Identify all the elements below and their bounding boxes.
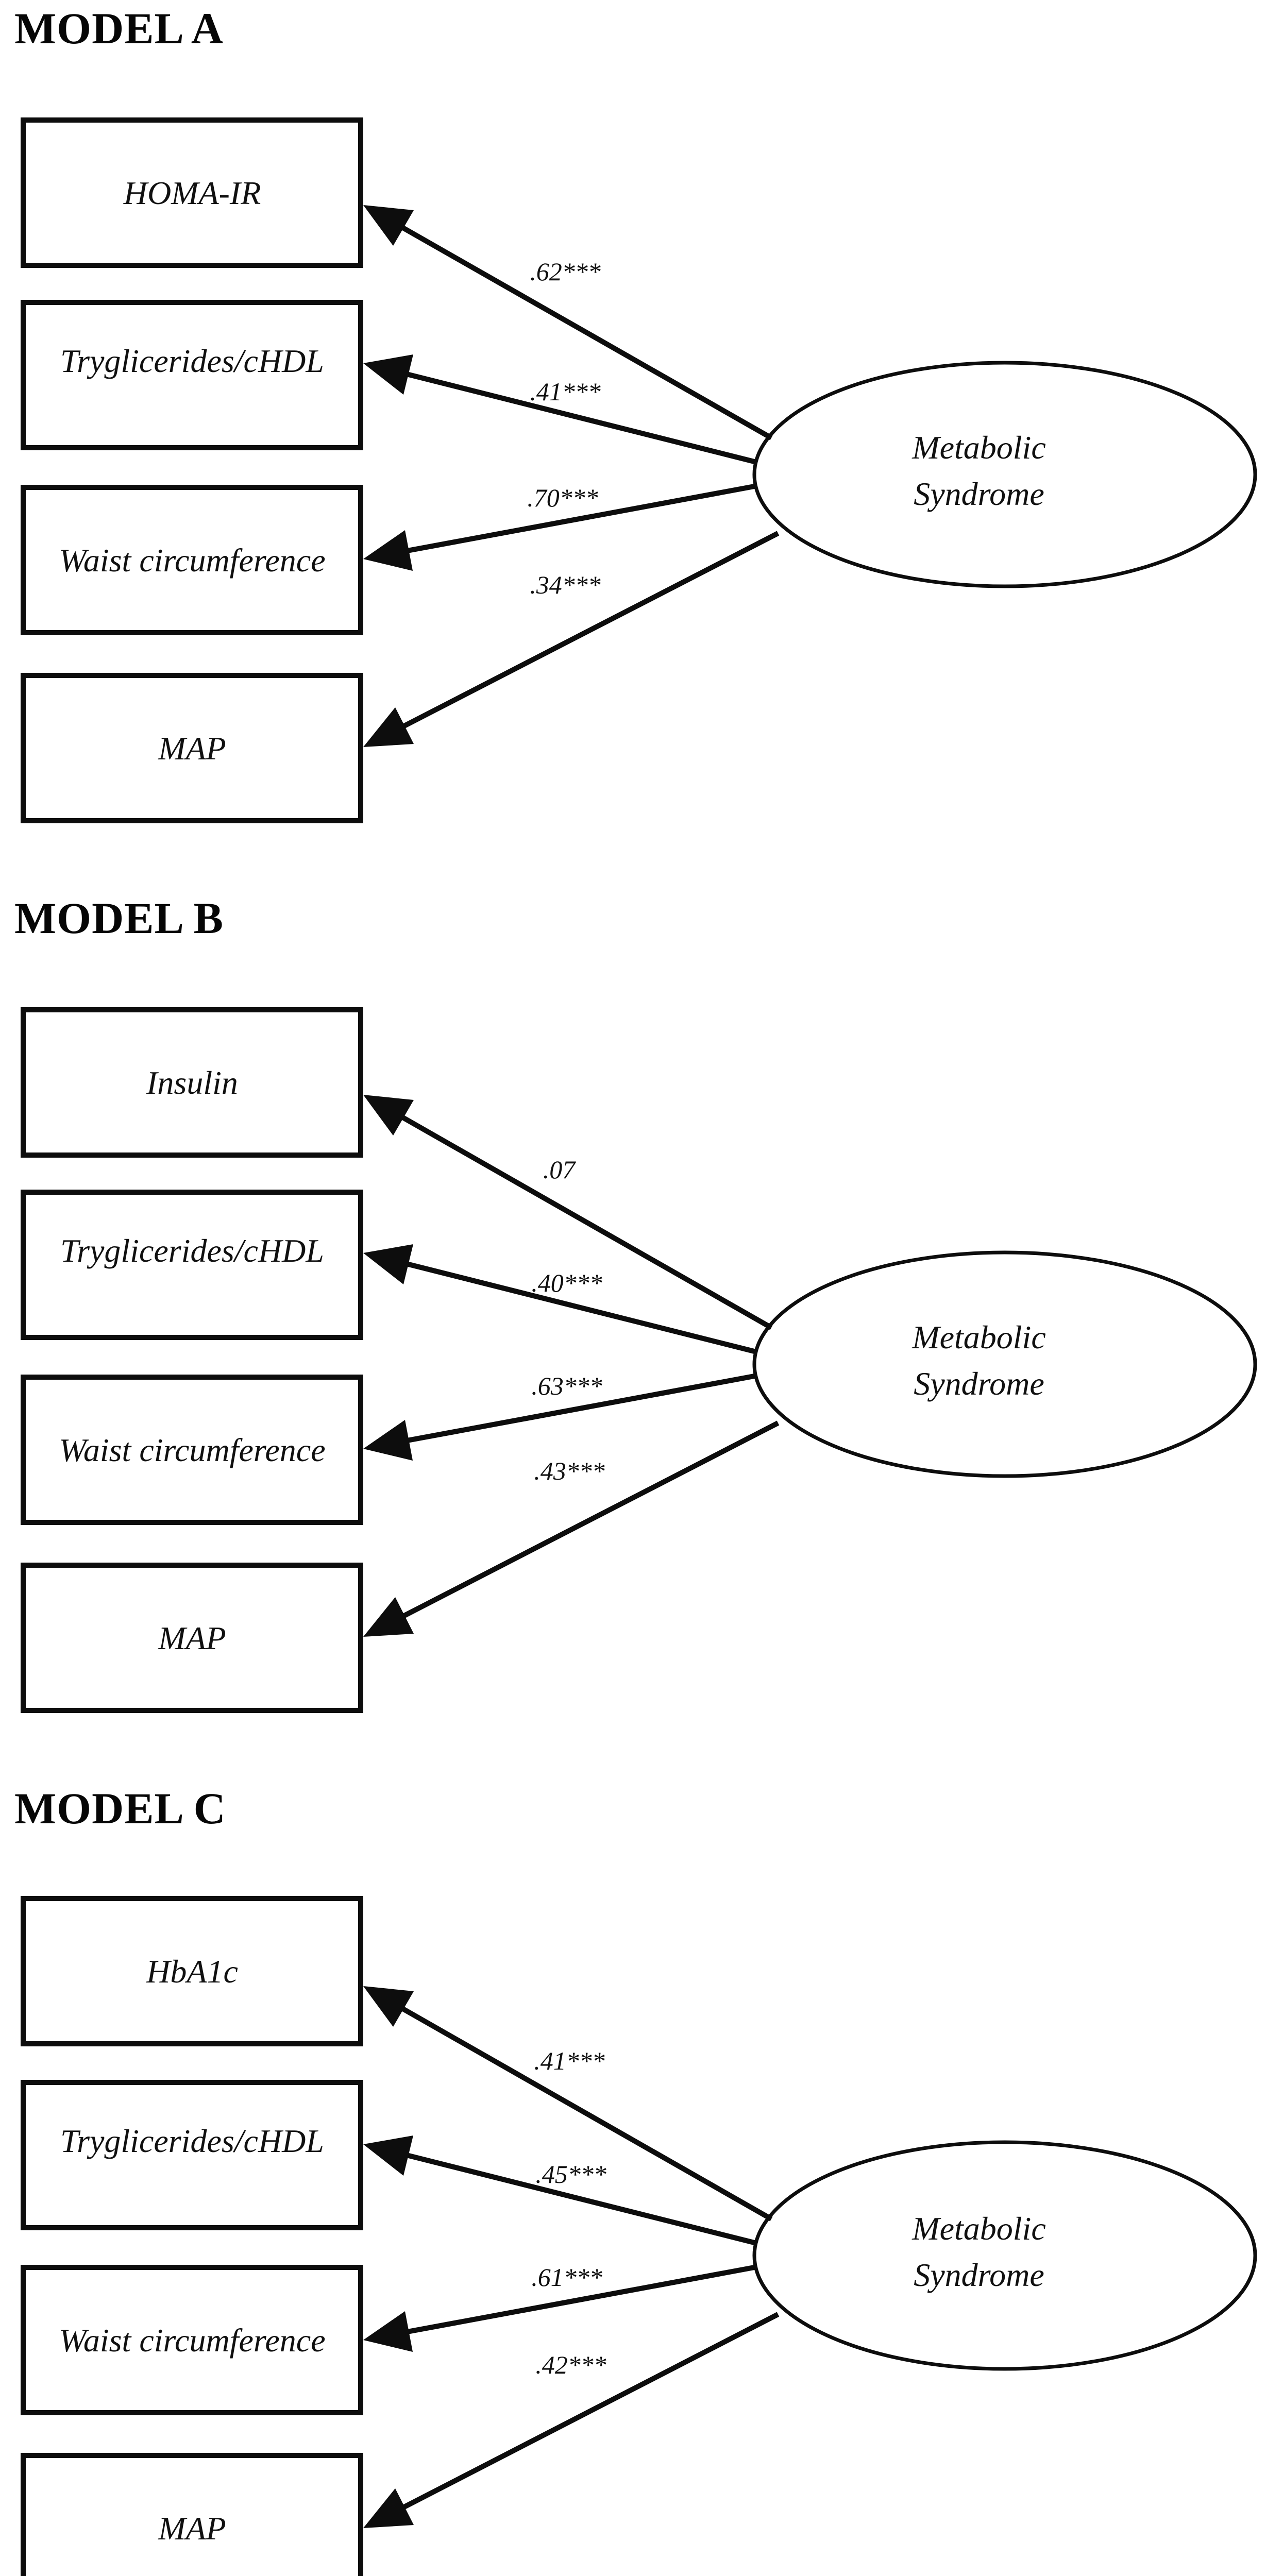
- arrowhead: [363, 707, 414, 747]
- latent-label-line1: Metabolic: [911, 2210, 1045, 2247]
- indicator-label: Tryglicerides/cHDL: [60, 343, 324, 379]
- indicator-box-waist: [21, 1375, 363, 1525]
- coefficient-label: .41***: [534, 2046, 605, 2075]
- path-line: [398, 1374, 755, 1445]
- coefficient-label: .70***: [527, 483, 598, 512]
- arrowhead: [363, 1986, 414, 2027]
- coefficient-label: .43***: [534, 1456, 605, 1485]
- path-line: [398, 2265, 755, 2336]
- model-title: MODEL A: [14, 4, 224, 53]
- model-a-diagram: MODEL A HOMA-IR Tryglicerides/cHDL Waist…: [14, 4, 1257, 823]
- arrowhead: [363, 1095, 414, 1136]
- indicator-box-waist: [21, 485, 363, 635]
- latent-ellipse: [752, 2140, 1257, 2371]
- indicator-label: Waist circumference: [59, 2322, 325, 2359]
- path-line: [394, 531, 780, 733]
- coefficient-label: .41***: [530, 377, 601, 406]
- path-line: [397, 369, 757, 465]
- latent-label-line1: Metabolic: [911, 1319, 1045, 1355]
- arrowhead: [363, 2488, 414, 2528]
- model-c-section: MODEL C HbA1c Tryglicerides/cHDL Waist c…: [0, 1780, 1283, 2576]
- coefficient-label: .34***: [530, 570, 601, 599]
- path-line: [397, 2150, 757, 2246]
- coefficient-label: .62***: [530, 257, 601, 286]
- indicator-label: Waist circumference: [59, 1432, 325, 1468]
- coefficient-label: .45***: [535, 2160, 606, 2189]
- coefficient-label: .07: [543, 1155, 577, 1184]
- model-title: MODEL B: [14, 893, 224, 943]
- coefficient-label: .42***: [535, 2350, 606, 2379]
- indicator-label: Tryglicerides/cHDL: [60, 2123, 324, 2159]
- indicator-box-insulin: [21, 1007, 363, 1158]
- indicator-box-map: [21, 1563, 363, 1713]
- path-line: [397, 1259, 757, 1354]
- latent-label-line1: Metabolic: [911, 429, 1045, 466]
- path-line: [394, 1420, 780, 1623]
- indicator-label: Waist circumference: [59, 542, 325, 579]
- latent-label-line2: Syndrome: [914, 1365, 1044, 1402]
- path-arrow-group: [363, 1986, 780, 2528]
- indicator-label: Insulin: [146, 1064, 238, 1101]
- arrowhead: [363, 530, 413, 571]
- indicator-label: MAP: [158, 1620, 226, 1656]
- indicator-label: MAP: [158, 2510, 226, 2547]
- latent-label-line2: Syndrome: [914, 476, 1044, 512]
- coefficient-label: .40***: [531, 1268, 602, 1297]
- latent-ellipse: [752, 361, 1257, 588]
- arrowhead: [363, 1597, 414, 1637]
- indicator-label: HOMA-IR: [123, 175, 261, 211]
- arrowhead: [363, 2311, 413, 2352]
- indicator-box-hba1c: [21, 1896, 363, 2046]
- model-title: MODEL C: [14, 1784, 226, 1833]
- model-a-section: MODEL A HOMA-IR Tryglicerides/cHDL Waist…: [0, 0, 1283, 890]
- model-b-section: MODEL B Insulin Tryglicerides/cHDL Waist…: [0, 890, 1283, 1780]
- indicator-box-waist: [21, 2265, 363, 2415]
- indicator-label: Tryglicerides/cHDL: [60, 1232, 324, 1269]
- path-line: [393, 1110, 773, 1330]
- model-c-diagram: MODEL C HbA1c Tryglicerides/cHDL Waist c…: [14, 1784, 1257, 2576]
- path-arrow-group: [363, 1095, 780, 1637]
- indicator-box-tryglicerides: [21, 2080, 363, 2230]
- path-line: [393, 221, 773, 440]
- indicator-box-map: [21, 673, 363, 823]
- arrowhead: [363, 205, 414, 246]
- indicator-label: HbA1c: [146, 1953, 238, 1990]
- path-line: [398, 484, 755, 555]
- indicator-box-tryglicerides: [21, 300, 363, 450]
- latent-label-line2: Syndrome: [914, 2257, 1044, 2293]
- indicator-label: MAP: [158, 730, 226, 767]
- path-arrow-group: [363, 205, 780, 747]
- arrowhead: [363, 354, 413, 395]
- model-b-diagram: MODEL B Insulin Tryglicerides/cHDL Waist…: [14, 893, 1257, 1713]
- indicator-box-homa-ir: [21, 117, 363, 268]
- arrowhead: [363, 1420, 413, 1461]
- coefficient-label: .61***: [531, 2263, 602, 2292]
- arrowhead: [363, 1244, 413, 1284]
- path-line: [394, 2312, 780, 2514]
- indicator-box-map: [21, 2453, 363, 2576]
- coefficient-label: .63***: [531, 1371, 602, 1400]
- latent-ellipse: [752, 1250, 1257, 1478]
- indicator-box-tryglicerides: [21, 1190, 363, 1340]
- path-line: [393, 2002, 773, 2222]
- arrowhead: [363, 2136, 413, 2176]
